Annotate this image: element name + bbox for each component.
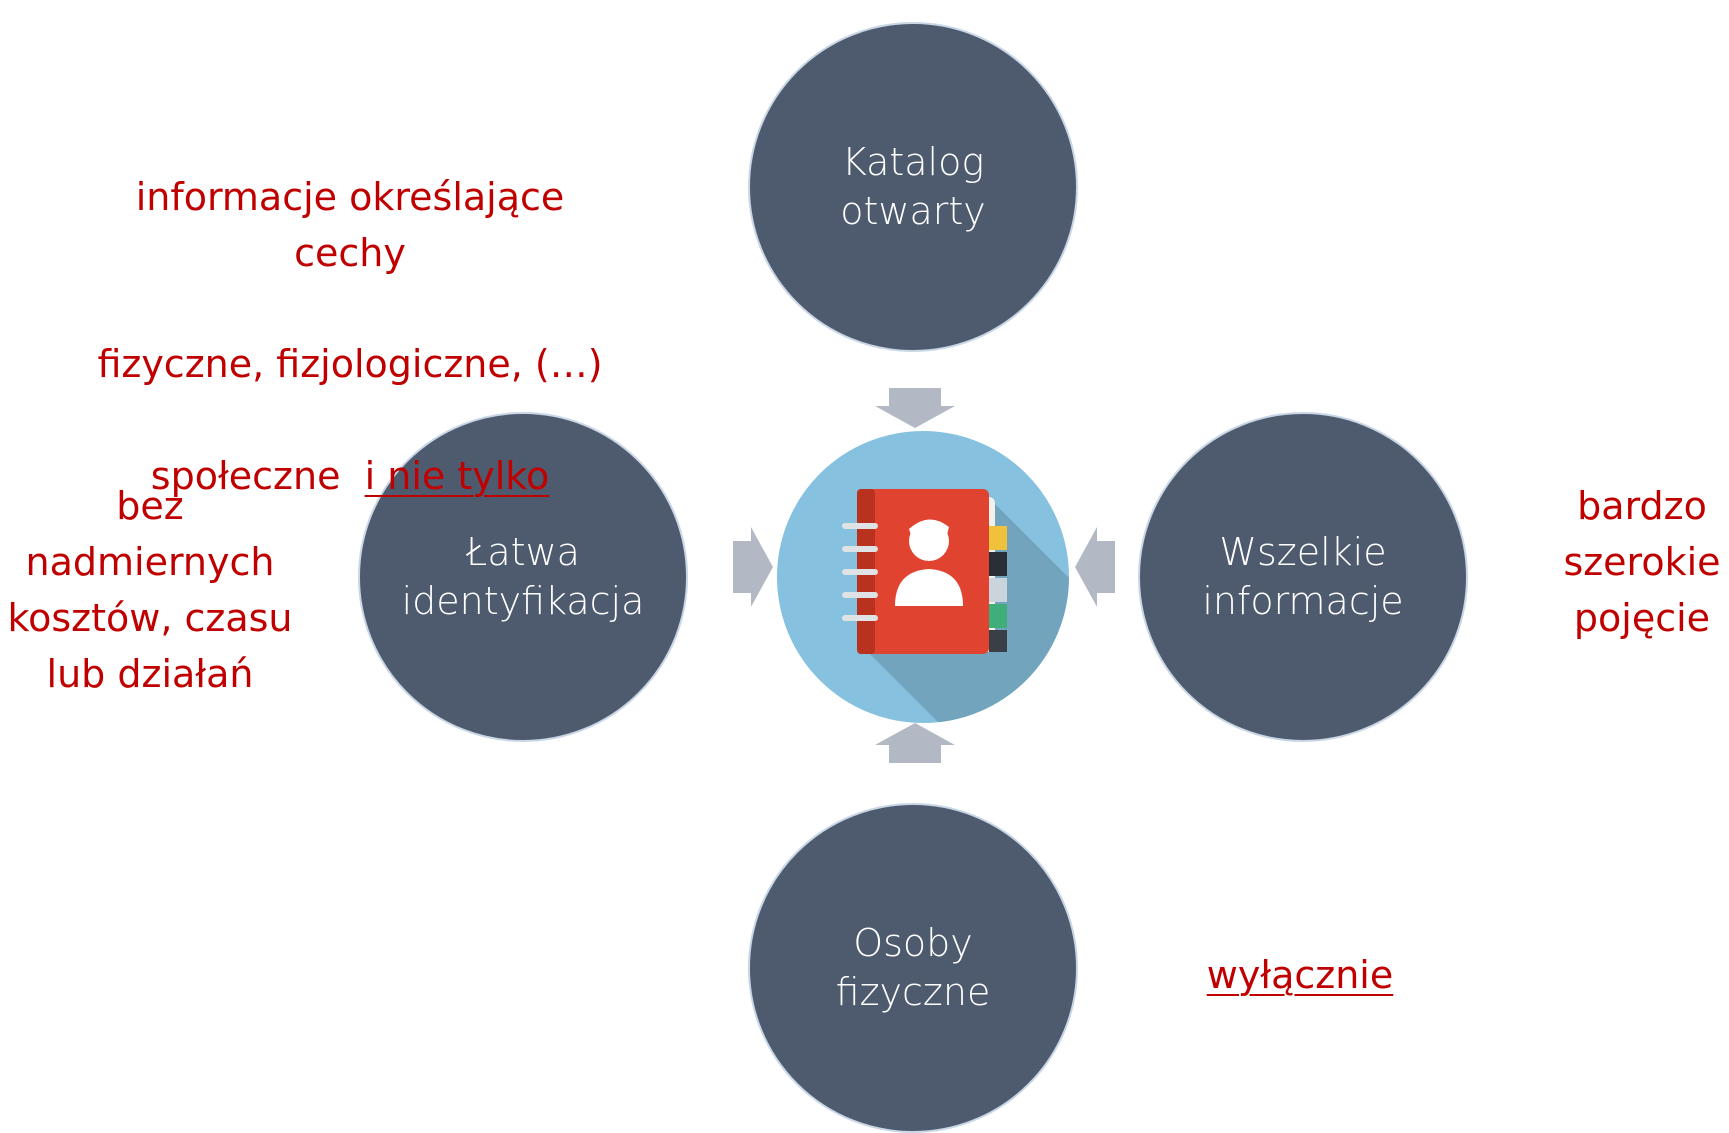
- annotation-bottom: wyłącznie: [1206, 953, 1394, 997]
- annotation-line: społeczne i nie tylko: [80, 449, 620, 505]
- node-label: Wszelkie informacje: [1202, 530, 1404, 623]
- annotation-underlined-text: i nie tylko: [364, 454, 550, 499]
- annotation-right: bardzo szerokie pojęcie: [1563, 484, 1721, 640]
- arrow-up-icon: [875, 723, 955, 763]
- node-latwa-identyfikacja: Łatwa identyfikacja: [358, 412, 688, 742]
- central-hub: [773, 427, 1073, 727]
- node-label: Katalog otwarty: [840, 140, 986, 233]
- arrow-left-icon: [1075, 527, 1115, 607]
- node-katalog-otwarty: Katalog otwarty: [748, 22, 1078, 352]
- annotation-line: informacje określające cechy: [135, 174, 565, 275]
- annotation-line: fizyczne, fizjologiczne, (…): [97, 342, 603, 387]
- arrow-right-icon: [733, 527, 773, 607]
- node-label: Osoby fizyczne: [835, 921, 991, 1014]
- node-osoby-fizyczne: Osoby fizyczne: [748, 803, 1078, 1133]
- arrow-down-icon: [875, 388, 955, 428]
- node-wszelkie-informacje: Wszelkie informacje: [1138, 412, 1468, 742]
- annotation-top: informacje określające cechy fizyczne, f…: [80, 114, 620, 561]
- annotation-left: bez nadmiernych kosztów, czasu lub dział…: [7, 484, 293, 696]
- annotation-text: społeczne: [150, 454, 365, 499]
- contact-book-icon: [842, 489, 1069, 723]
- node-label: Łatwa identyfikacja: [401, 530, 645, 623]
